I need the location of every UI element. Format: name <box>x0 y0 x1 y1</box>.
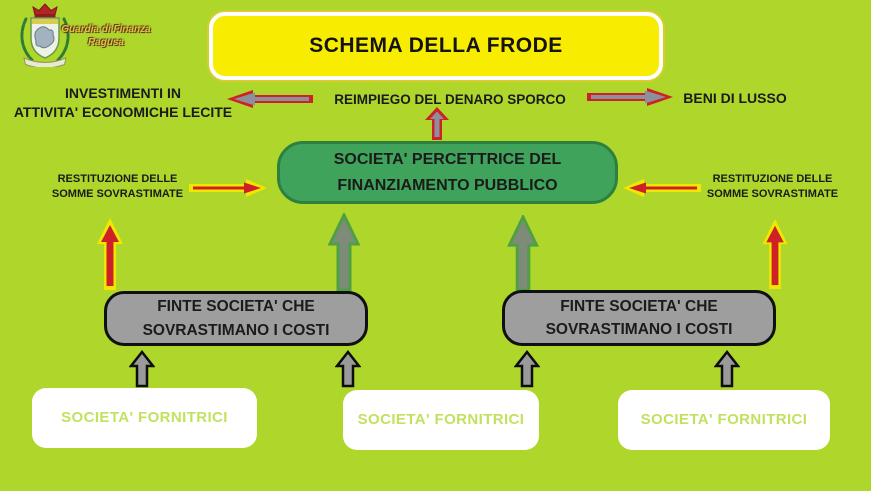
arrow-supplier-up-2-icon <box>335 350 361 388</box>
node-societa-fornitrici-2: SOCIETA' FORNITRICI <box>343 390 539 450</box>
arrow-restitution-up-left-icon <box>97 218 123 290</box>
restituzione-left-line2: SOMME SOVRASTIMATE <box>51 187 184 200</box>
node-reimpiego-denaro-sporco: REIMPIEGO DEL DENARO SPORCO <box>334 92 566 107</box>
restituzione-left-line1: RESTITUZIONE DELLE <box>57 173 178 185</box>
diagram-title: SCHEMA DELLA FRODE <box>309 34 563 57</box>
finte2-line2: SOVRASTIMANO I COSTI <box>545 321 733 338</box>
fornitrici1-label: SOCIETA' FORNITRICI <box>61 408 228 426</box>
node-finte-societa-1: FINTE SOCIETA' CHE SOVRASTIMANO I COSTI <box>104 291 368 346</box>
arrow-inflated-costs-up-1-icon <box>327 213 361 292</box>
arrow-supplier-up-3-icon <box>514 350 540 388</box>
diagram-title-box: SCHEMA DELLA FRODE <box>209 12 663 80</box>
node-societa-percettrice: SOCIETA' PERCETTRICE DEL FINANZIAMENTO P… <box>277 141 618 204</box>
percettrice-line1: SOCIETA' PERCETTRICE DEL <box>333 150 562 168</box>
node-societa-fornitrici-3: SOCIETA' FORNITRICI <box>618 390 830 450</box>
restituzione-right-line1: RESTITUZIONE DELLE <box>712 173 833 185</box>
percettrice-line2: FINANZIAMENTO PUBBLICO <box>337 176 558 194</box>
arrow-left-to-investments-icon <box>227 90 313 108</box>
arrow-restitution-into-receiver-right-icon <box>623 179 701 197</box>
node-societa-fornitrici-1: SOCIETA' FORNITRICI <box>32 388 257 448</box>
node-investimenti-lecite: INVESTIMENTI IN ATTIVITA' ECONOMICHE LEC… <box>10 84 236 122</box>
logo-organization: Guardia di Finanza <box>61 24 151 35</box>
finte2-line1: FINTE SOCIETA' CHE <box>560 297 718 315</box>
investimenti-line1: INVESTIMENTI IN <box>65 85 181 101</box>
finte1-line1: FINTE SOCIETA' CHE <box>157 298 315 316</box>
label-restituzione-left: RESTITUZIONE DELLE SOMME SOVRASTIMATE <box>45 172 190 202</box>
node-beni-di-lusso: BENI DI LUSSO <box>683 90 787 106</box>
logo-text: Guardia di Finanza Ragusa <box>56 24 156 49</box>
restituzione-right-line2: SOMME SOVRASTIMATE <box>706 187 839 200</box>
arrow-inflated-costs-up-2-icon <box>507 215 539 292</box>
arrow-restitution-into-receiver-left-icon <box>189 179 267 197</box>
fornitrici3-label: SOCIETA' FORNITRICI <box>640 410 808 428</box>
guardia-di-finanza-crest-icon <box>20 3 70 67</box>
arrow-right-to-luxury-goods-icon <box>587 88 673 106</box>
fornitrici2-label: SOCIETA' FORNITRICI <box>357 410 525 428</box>
arrow-supplier-up-4-icon <box>714 350 740 388</box>
logo-location: Ragusa <box>87 36 125 48</box>
finte1-line2: SOVRASTIMANO I COSTI <box>142 321 330 339</box>
arrow-restitution-up-right-icon <box>762 219 788 289</box>
investimenti-line2: ATTIVITA' ECONOMICHE LECITE <box>13 103 233 120</box>
node-finte-societa-2: FINTE SOCIETA' CHE SOVRASTIMANO I COSTI <box>502 290 776 346</box>
arrow-supplier-up-1-icon <box>129 350 155 388</box>
arrow-up-to-reimpiego-icon <box>425 107 449 140</box>
label-restituzione-right: RESTITUZIONE DELLE SOMME SOVRASTIMATE <box>700 172 845 202</box>
